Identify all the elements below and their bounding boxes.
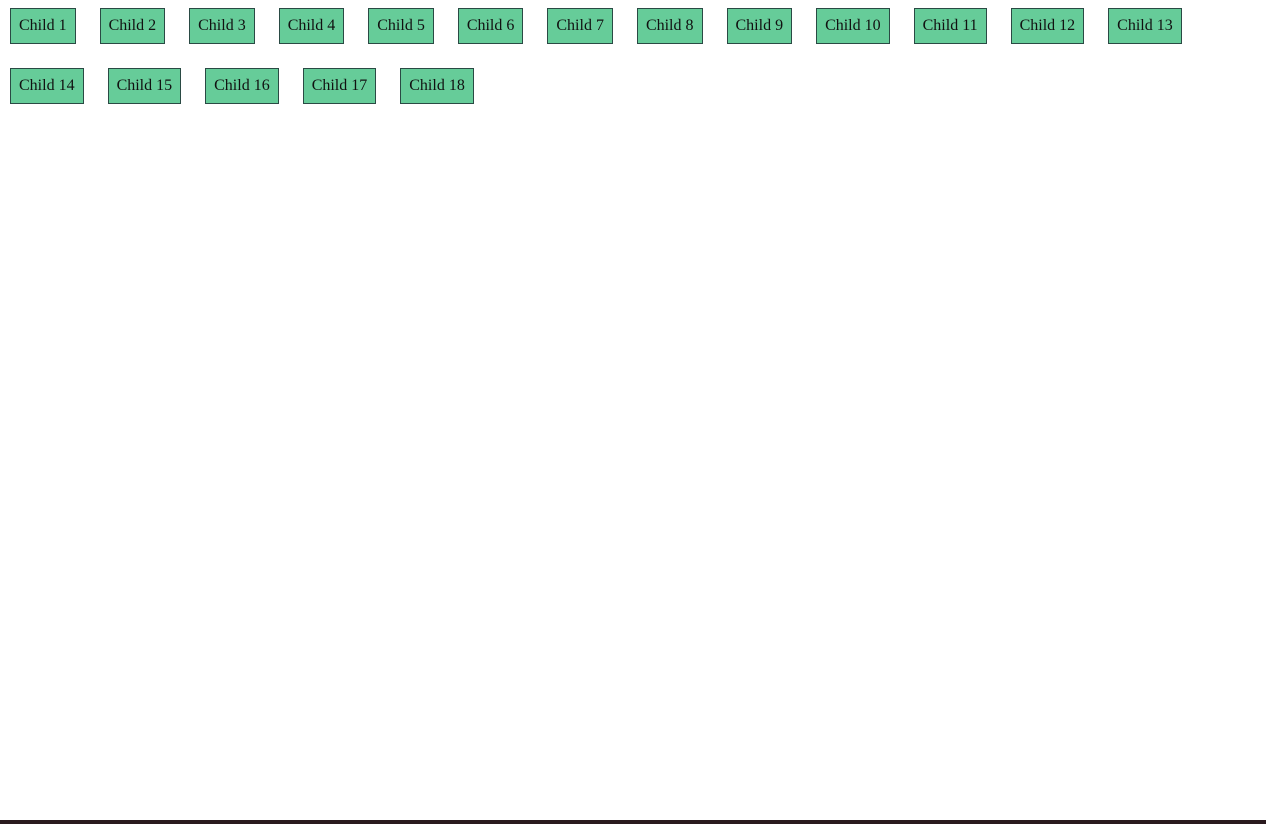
child-item-18[interactable]: Child 18 xyxy=(400,68,474,104)
child-item-7[interactable]: Child 7 xyxy=(547,8,613,44)
child-item-17[interactable]: Child 17 xyxy=(302,68,377,104)
child-item-1[interactable]: Child 1 xyxy=(10,8,76,44)
child-item-4[interactable]: Child 4 xyxy=(278,8,345,44)
child-item-6[interactable]: Child 6 xyxy=(457,8,524,44)
child-item-16[interactable]: Child 16 xyxy=(205,68,279,104)
children-container: Child 1 Child 2 Child 3 Child 4 Child 5 … xyxy=(10,8,1256,104)
child-item-8[interactable]: Child 8 xyxy=(636,8,703,44)
child-item-15[interactable]: Child 15 xyxy=(107,68,182,104)
child-item-2[interactable]: Child 2 xyxy=(99,8,166,44)
child-item-13[interactable]: Child 13 xyxy=(1108,8,1182,44)
child-item-14[interactable]: Child 14 xyxy=(10,68,84,104)
child-item-12[interactable]: Child 12 xyxy=(1010,8,1085,44)
child-item-11[interactable]: Child 11 xyxy=(913,8,987,44)
child-item-3[interactable]: Child 3 xyxy=(189,8,255,44)
child-item-10[interactable]: Child 10 xyxy=(816,8,890,44)
child-item-5[interactable]: Child 5 xyxy=(368,8,434,44)
bottom-edge-strip xyxy=(0,820,1266,824)
child-item-9[interactable]: Child 9 xyxy=(726,8,793,44)
